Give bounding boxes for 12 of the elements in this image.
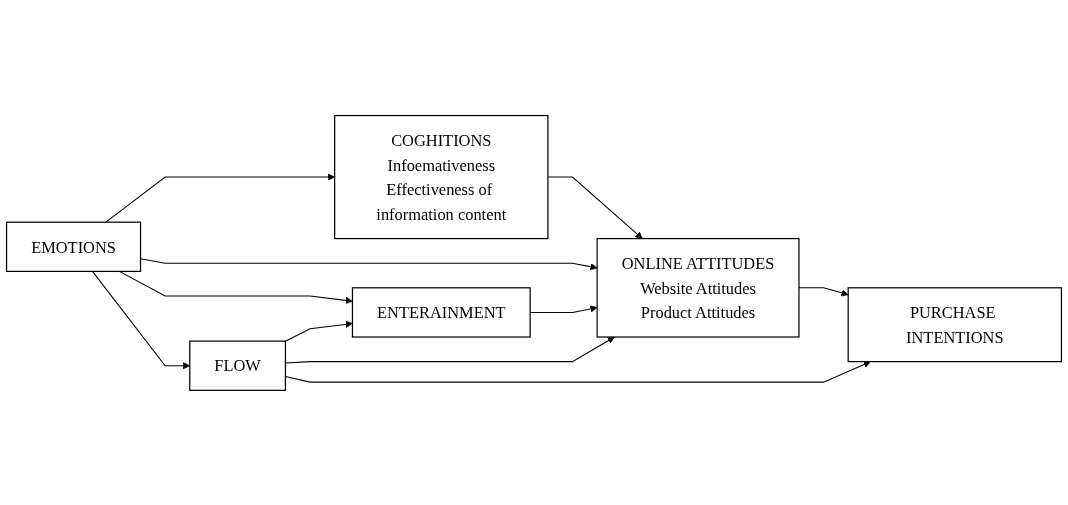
- arrow: [140, 257, 598, 270]
- node-box: ONLINE ATTITUDES Website Attitudes Product Attitudes: [596, 237, 800, 338]
- arrow: [547, 176, 643, 239]
- node-box: COGHITIONS Infoemativeness Effectiveness of information content: [334, 114, 549, 239]
- arrow: [118, 270, 353, 304]
- arrow: [105, 173, 335, 223]
- node-box: ENTERAINMENT: [351, 286, 531, 338]
- node-box: FLOW: [189, 340, 287, 391]
- arrow: [798, 286, 849, 296]
- node-box: EMOTIONS: [5, 221, 142, 272]
- arrow: [284, 320, 353, 342]
- node-box: PURCHASE INTENTIONS: [847, 286, 1063, 362]
